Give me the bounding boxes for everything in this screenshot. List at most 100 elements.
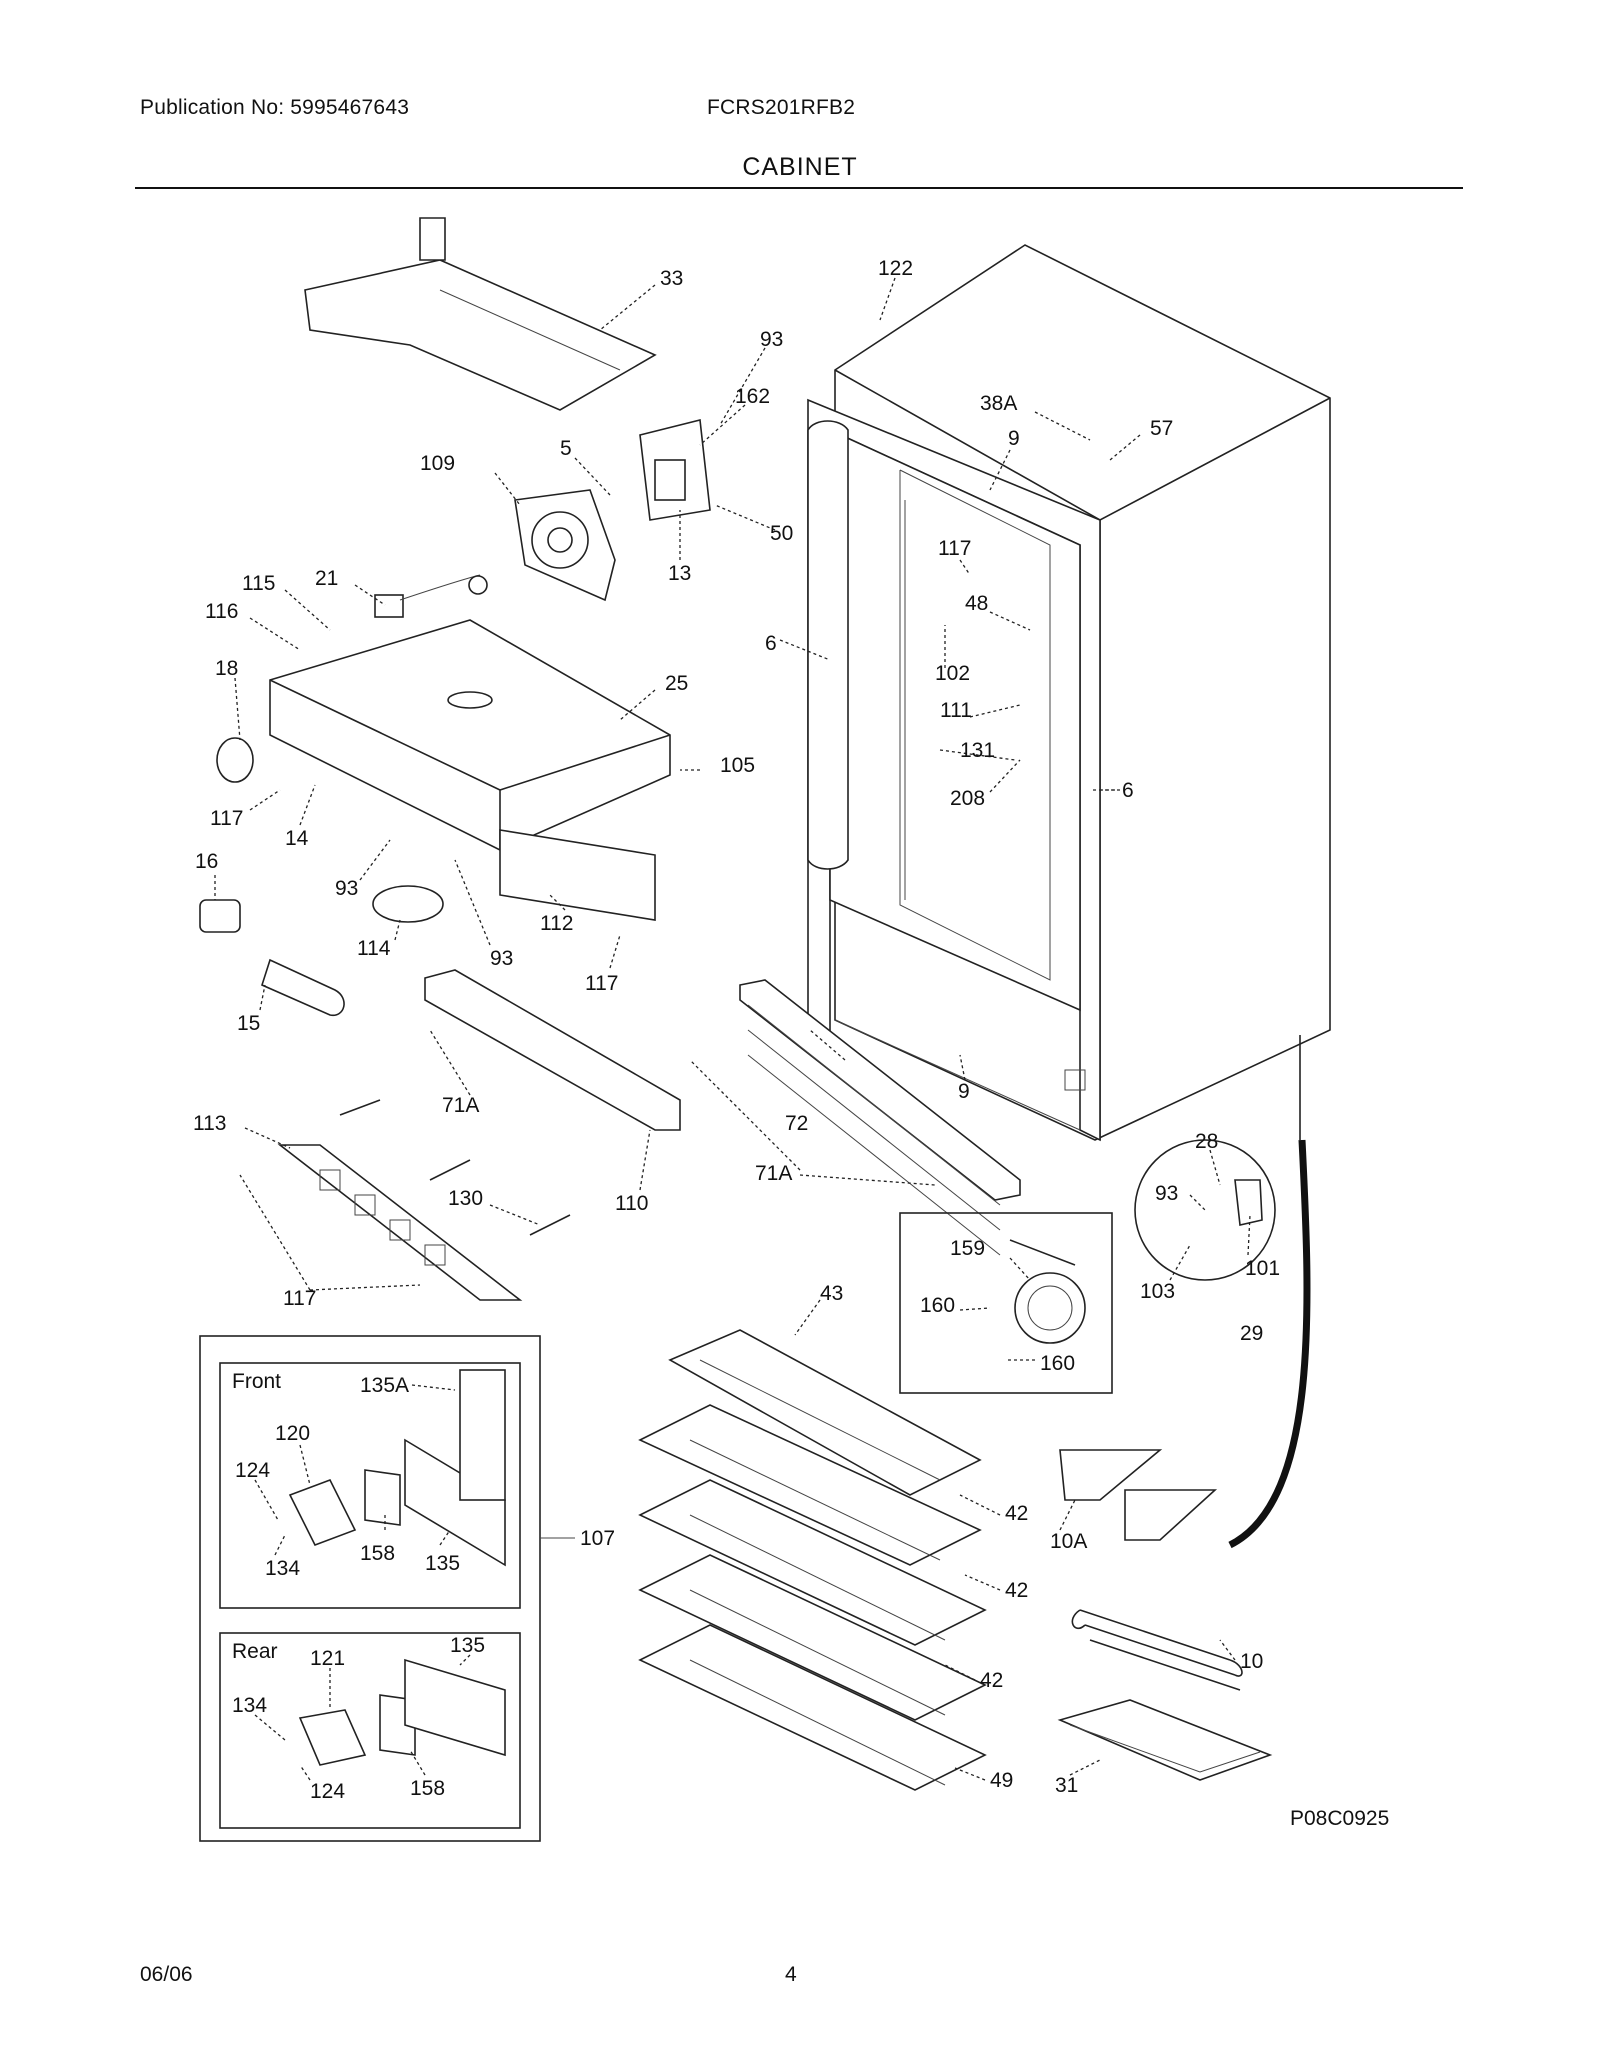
callout: 117 xyxy=(938,537,971,560)
page-number: 4 xyxy=(785,1963,797,1986)
callout: 111 xyxy=(940,699,972,722)
callout: 93 xyxy=(760,328,783,351)
callout: 5 xyxy=(560,437,572,460)
callout: 42 xyxy=(1005,1579,1028,1602)
hinge-detail-circle xyxy=(1134,1139,1276,1281)
callout: 110 xyxy=(615,1192,648,1215)
top-cover xyxy=(304,217,657,411)
callout-labels: 33 122 93 162 109 5 50 13 38A 57 9 117 4… xyxy=(193,257,1389,1830)
callout: 21 xyxy=(315,567,338,590)
callout: 49 xyxy=(990,1769,1013,1792)
callout: 103 xyxy=(1140,1280,1175,1303)
callout: 159 xyxy=(950,1237,985,1260)
door-stop-inset-box xyxy=(199,1335,541,1842)
callout: 117 xyxy=(585,972,618,995)
inset-front-label: Front xyxy=(232,1370,281,1393)
light-bulb xyxy=(261,958,345,1016)
grille-support xyxy=(424,969,681,1131)
callout: 57 xyxy=(1150,417,1173,440)
leveling-bolt-3 xyxy=(529,1214,571,1236)
callout: 117 xyxy=(210,807,243,830)
hinge-plate-lower xyxy=(1124,1489,1218,1541)
control-housing xyxy=(269,574,671,851)
callout: 93 xyxy=(490,947,513,970)
wire-shelves xyxy=(638,1329,987,1791)
callout: 134 xyxy=(265,1557,300,1580)
callout: 38A xyxy=(980,392,1017,415)
leveling-bolt-2 xyxy=(429,1159,471,1181)
callout: 135 xyxy=(450,1634,485,1657)
drain-pan xyxy=(1057,1699,1273,1781)
fan-motor-assembly xyxy=(514,419,711,602)
callout: 14 xyxy=(285,827,309,850)
callout: 71A xyxy=(755,1162,792,1185)
callout: 72 xyxy=(785,1112,808,1135)
callout: 6 xyxy=(1122,779,1134,802)
evaporator-fan xyxy=(1014,1272,1086,1344)
callout: 124 xyxy=(310,1780,345,1803)
callout: 116 xyxy=(205,600,238,623)
power-cord-cable xyxy=(1228,1139,1311,1549)
callout: 105 xyxy=(720,754,755,777)
rear-door-stop xyxy=(298,1709,367,1766)
publication-number: Publication No: 5995467643 xyxy=(140,96,410,119)
callout: 25 xyxy=(665,672,688,695)
front-rail-upright xyxy=(459,1369,506,1501)
callout: 117 xyxy=(283,1287,316,1310)
callout: 15 xyxy=(237,1012,260,1035)
light-socket xyxy=(199,899,241,933)
diagram-code: P08C0925 xyxy=(1290,1807,1389,1830)
callout: 135A xyxy=(360,1374,409,1397)
callout: 158 xyxy=(410,1777,445,1800)
callout: 18 xyxy=(215,657,238,680)
callout: 120 xyxy=(275,1422,310,1445)
leader-lines xyxy=(214,277,1251,1781)
front-door-stop xyxy=(288,1478,357,1547)
title-rule xyxy=(135,187,1463,189)
callout: 160 xyxy=(1040,1352,1075,1375)
fan-probe xyxy=(1009,1239,1076,1266)
cabinet-body xyxy=(807,244,1331,1142)
light-shield xyxy=(372,885,444,923)
callout: 121 xyxy=(310,1647,345,1670)
front-mount-plate xyxy=(364,1469,401,1526)
callout: 134 xyxy=(232,1694,267,1717)
callout: 113 xyxy=(193,1112,226,1135)
door-gasket xyxy=(807,420,849,870)
callout: 130 xyxy=(448,1187,483,1210)
callout: 122 xyxy=(878,257,913,280)
inset-rear-label: Rear xyxy=(232,1640,278,1663)
callout: 10 xyxy=(1240,1650,1263,1673)
callout: 131 xyxy=(960,739,995,762)
light-panel xyxy=(499,829,656,921)
callout: 158 xyxy=(360,1542,395,1565)
section-title: CABINET xyxy=(742,153,858,181)
callout: 29 xyxy=(1240,1322,1263,1345)
callout: 93 xyxy=(335,877,358,900)
toe-grille xyxy=(739,979,1021,1256)
callout: 208 xyxy=(950,787,985,810)
callout: 13 xyxy=(668,562,691,585)
callout: 33 xyxy=(660,267,683,290)
callout: 43 xyxy=(820,1282,843,1305)
callout: 109 xyxy=(420,452,455,475)
callout: 28 xyxy=(1195,1130,1218,1153)
footer-date: 06/06 xyxy=(140,1963,193,1986)
callout: 48 xyxy=(965,592,988,615)
callout: 112 xyxy=(540,912,573,935)
callout: 124 xyxy=(235,1459,270,1482)
hinge-plate-upper xyxy=(1059,1449,1163,1501)
kickplate xyxy=(277,1144,523,1301)
evaporator-fan-inset xyxy=(899,1212,1113,1394)
callout: 42 xyxy=(980,1669,1003,1692)
callout: 162 xyxy=(735,385,770,408)
thermostat-knob xyxy=(216,737,254,783)
callout: 71A xyxy=(442,1094,479,1117)
callout: 115 xyxy=(242,572,275,595)
callout: 31 xyxy=(1055,1774,1078,1797)
kickplate-slots xyxy=(319,1169,446,1266)
defrost-heater xyxy=(1071,1609,1243,1691)
callout: 16 xyxy=(195,850,218,873)
